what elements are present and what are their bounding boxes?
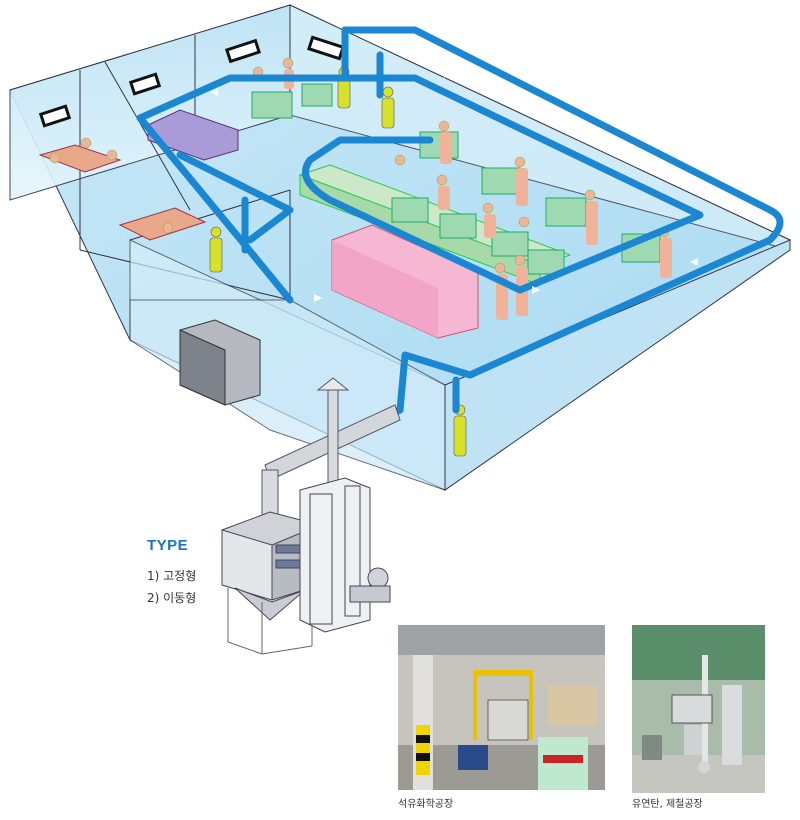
photo-petrochemical-plant (398, 625, 605, 790)
type-heading: TYPE (147, 537, 189, 554)
purple-box (147, 109, 239, 161)
photo-coal-steel-plant (632, 625, 765, 793)
worker-bodies (284, 69, 672, 320)
dust-pipe-network (136, 26, 784, 424)
main-duct (261, 377, 401, 531)
type-item-mobile: 2) 이동형 (147, 591, 197, 605)
flow-arrows (210, 70, 698, 302)
workers (49, 57, 670, 274)
type-item-fixed: 1) 고정형 (147, 569, 197, 583)
fan-tower (299, 477, 391, 633)
caption-petrochemical-plant: 석유화학공장 (398, 799, 454, 810)
pink-box (331, 224, 479, 339)
green-machines (251, 83, 661, 275)
caption-coal-steel-plant: 유연탄, 제철공장 (632, 799, 703, 810)
server-cabinets (179, 319, 261, 406)
windows (38, 35, 345, 128)
office-desk (38, 144, 207, 241)
